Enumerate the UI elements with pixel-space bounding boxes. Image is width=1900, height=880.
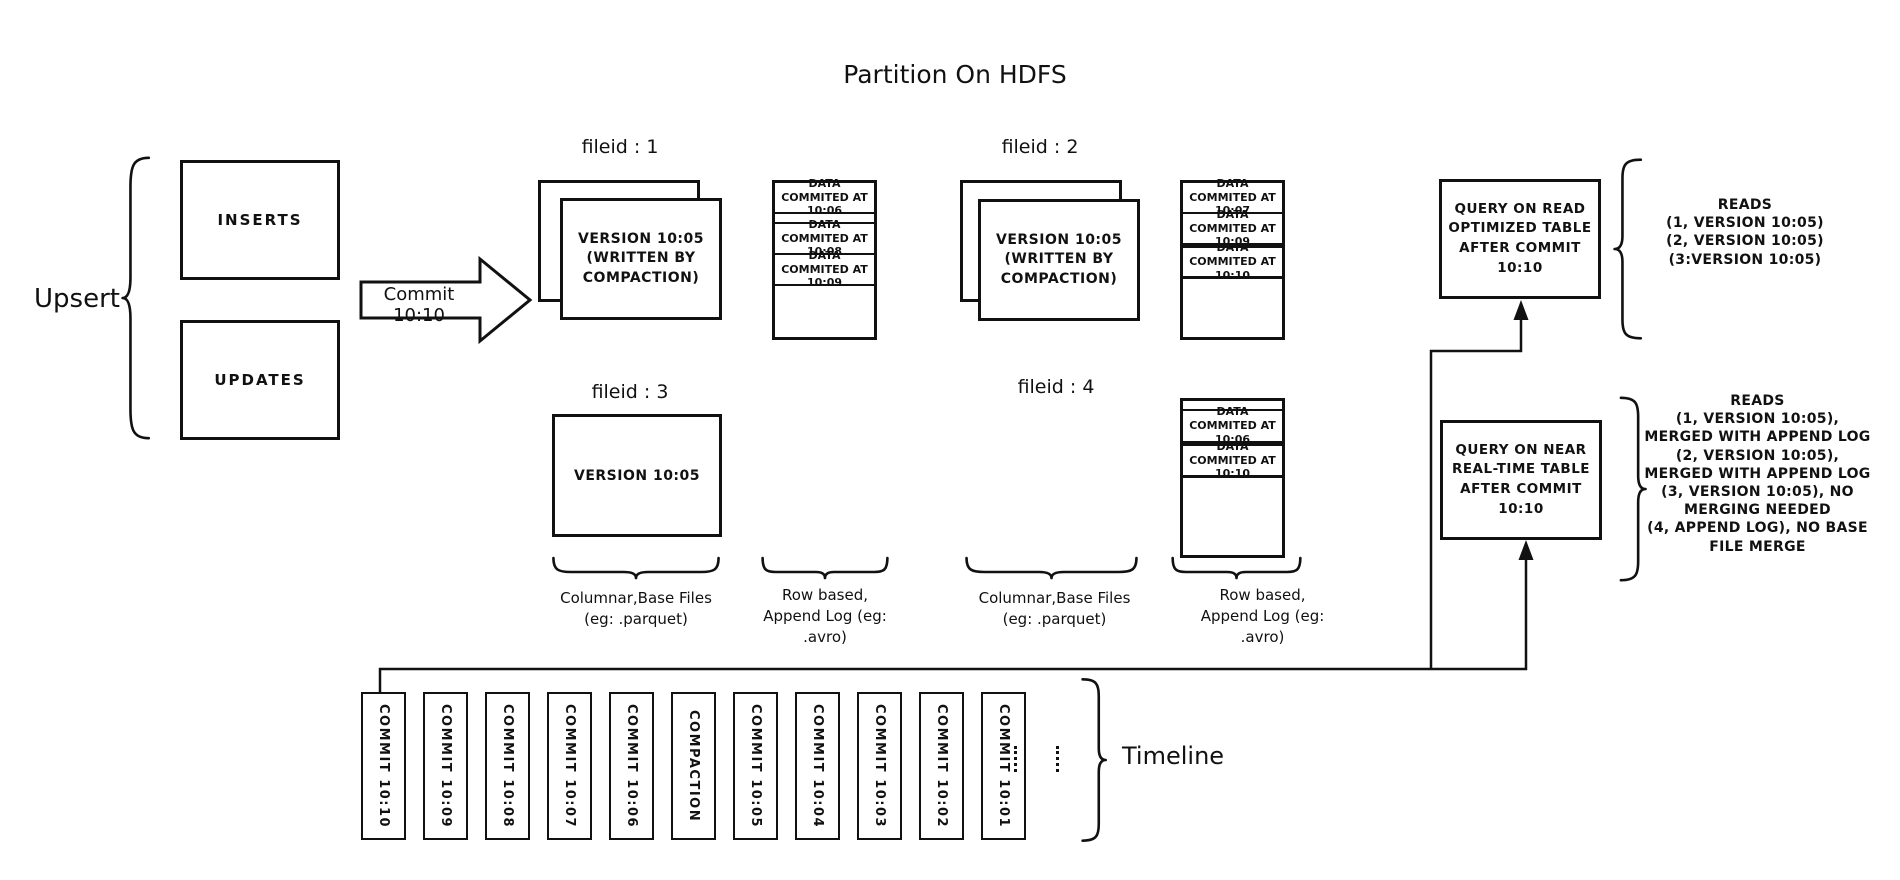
updates-box: UPDATES [180,320,340,440]
timeline-commit: COMMIT 10:06 [609,692,654,840]
inserts-label: INSERTS [217,211,303,229]
commit-arrow [359,255,533,345]
log-empty-space [1183,478,1282,555]
fileid-4-append-log: DATA COMMITED AT 10:06 DATA COMMITED AT … [1180,398,1285,558]
reads-brace-2 [1616,394,1648,584]
timeline-commit: COMMIT 10:03 [857,692,902,840]
timeline-commit: COMMIT 10:08 [485,692,530,840]
log-entry: DATA COMMITED AT 10:06 [775,177,874,217]
reads-brace-1 [1612,156,1646,342]
upsert-brace [120,152,154,444]
fileid-3-label: fileid : 3 [591,381,669,403]
columnar-brace-1 [550,554,722,580]
log-entry-latest: DATA COMMITED AT 10:10 [1183,241,1282,282]
timeline-commit-label: COMMIT 10:04 [810,703,825,829]
timeline-commit: COMMIT 10:05 [733,692,778,840]
columnar-label-1: Columnar,Base Files (eg: .parquet) [560,589,712,628]
timeline-commit-label: COMMIT 10:07 [562,703,577,829]
fileid-1-base-file: VERSION 10:05 (WRITTEN BY COMPACTION) [560,198,722,320]
timeline-compaction: COMPACTION [671,692,716,840]
timeline-commit: COMMIT 10:02 [919,692,964,840]
timeline-commit: COMMIT 10:04 [795,692,840,840]
fileid-2-base-file: VERSION 10:05 (WRITTEN BY COMPACTION) [978,199,1140,321]
rowbased-brace-1 [760,554,890,580]
fileid-1-label: fileid : 1 [581,136,659,158]
query-near-real-time-box: QUERY ON NEAR REAL-TIME TABLE AFTER COMM… [1440,420,1602,540]
log-entry-latest: DATA COMMITED AT 10:10 [1183,440,1282,480]
log-entry: DATA COMMITED AT 10:08 [775,218,874,258]
reads-read-optimized: READS (1, VERSION 10:05) (2, VERSION 10:… [1666,197,1824,268]
columnar-label-2: Columnar,Base Files (eg: .parquet) [978,589,1131,628]
timeline-compaction-label: COMPACTION [686,709,701,823]
timeline-commit-label: COMMIT 10:06 [624,703,639,829]
timeline-commit: COMMIT 10:10 [361,692,406,840]
timeline-commit-label: COMMIT 10:03 [872,703,887,829]
timeline-commit: COMMIT 10:09 [423,692,468,840]
fileid-1-base-text: VERSION 10:05 (WRITTEN BY COMPACTION) [577,230,705,286]
commit-arrow-label: Commit 10:10 [383,284,455,326]
log-entry: DATA COMMITED AT 10:09 [1183,208,1282,248]
query-read-optimized-box: QUERY ON READ OPTIMIZED TABLE AFTER COMM… [1439,179,1601,299]
fileid-3-base-text: VERSION 10:05 [573,467,701,484]
query-near-real-time-text: QUERY ON NEAR REAL-TIME TABLE AFTER COMM… [1451,441,1591,517]
timeline-commit-label: COMMIT 10:02 [934,703,949,829]
rowbased-label-2: Row based, Append Log (eg: .avro) [1200,586,1325,646]
timeline-brace [1078,676,1108,844]
reads-near-real-time: READS (1, VERSION 10:05), MERGED WITH AP… [1644,393,1871,555]
updates-label: UPDATES [214,371,306,389]
timeline-commit-label: COMMIT 10:10 [376,703,391,829]
fileid-4-label: fileid : 4 [1017,376,1095,398]
timeline-commit-label: COMMIT 10:08 [500,703,515,829]
log-entry: DATA COMMITED AT 10:06 [1183,405,1282,446]
timeline-commit-label: COMMIT 10:01 [996,703,1011,829]
log-entry: DATA COMMITED AT 10:07 [1183,177,1282,217]
fileid-2-append-log: DATA COMMITED AT 10:07 DATA COMMITED AT … [1180,177,1285,340]
upsert-label: Upsert [34,284,120,314]
timeline-ellipsis-dots [1056,746,1059,772]
log-divider [775,214,874,224]
columnar-brace-2 [963,554,1140,580]
timeline-ellipsis-dots [1014,746,1017,772]
page-title: Partition On HDFS [843,60,1067,89]
fileid-2-base-text: VERSION 10:05 (WRITTEN BY COMPACTION) [995,231,1123,287]
query-read-optimized-text: QUERY ON READ OPTIMIZED TABLE AFTER COMM… [1448,200,1592,276]
timeline: COMMIT 10:10 COMMIT 10:09 COMMIT 10:08 C… [361,692,1026,840]
rowbased-brace-2 [1170,554,1303,580]
timeline-commit: COMMIT 10:01 [981,692,1026,840]
rowbased-label-1: Row based, Append Log (eg: .avro) [763,586,887,646]
log-empty-space [775,286,874,337]
timeline-label: Timeline [1122,742,1225,770]
timeline-commit-label: COMMIT 10:05 [748,703,763,829]
fileid-3-base-file: VERSION 10:05 [552,414,722,537]
log-entry: DATA COMMITED AT 10:09 [775,249,874,289]
timeline-commit: COMMIT 10:07 [547,692,592,840]
fileid-2-label: fileid : 2 [1001,136,1079,158]
inserts-box: INSERTS [180,160,340,280]
log-empty-space [1183,279,1282,337]
fileid-1-append-log: DATA COMMITED AT 10:06 DATA COMMITED AT … [772,177,877,340]
timeline-commit-label: COMMIT 10:09 [438,703,453,829]
log-divider [1183,401,1282,411]
